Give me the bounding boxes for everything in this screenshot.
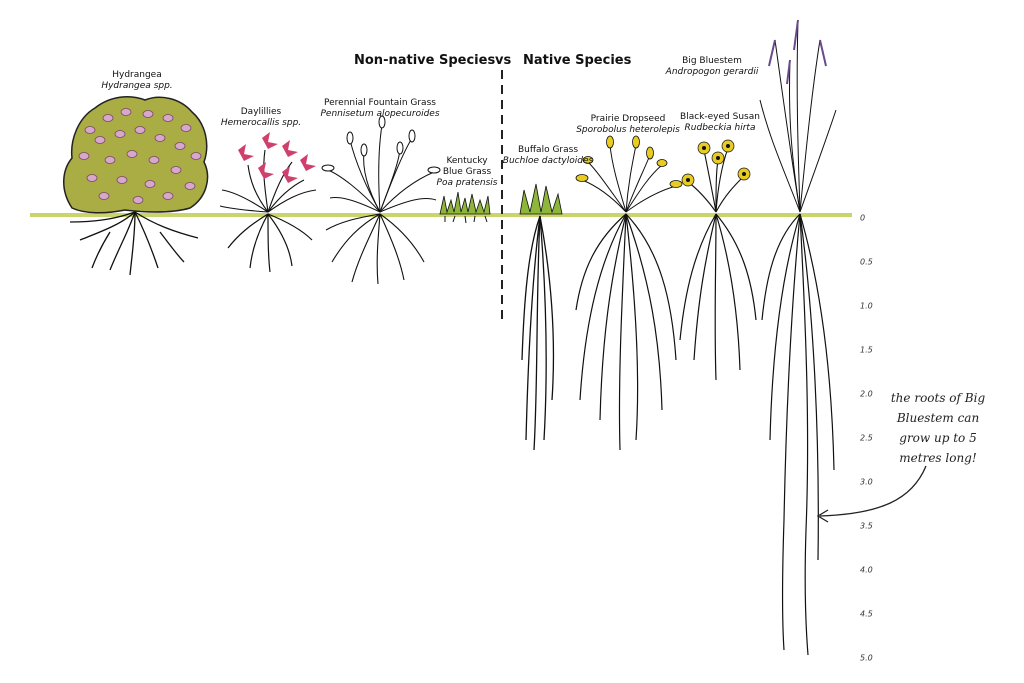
black-eyed-susan-common-name: Black-eyed Susan — [680, 112, 760, 122]
daylillies-scientific-name: Hemerocallis spp. — [220, 118, 302, 128]
big-bluestem-illustration — [759, 19, 837, 656]
big-bluestem-common-name: Big Bluestem — [682, 56, 742, 66]
big-bluestem-label: Big Bluestem Andropogon gerardii — [666, 56, 759, 78]
depth-tick: 0.5 — [860, 257, 873, 267]
fountain-grass-illustration — [321, 115, 441, 285]
prairie-dropseed-scientific-name: Sporobolus heterolepis — [576, 125, 680, 135]
native-heading: Native Species — [523, 53, 632, 68]
hydrangea-common-name: Hydrangea — [112, 70, 162, 80]
annotation-line: metres long! — [899, 451, 977, 465]
buffalo-grass-illustration — [519, 183, 563, 451]
big-bluestem-scientific-name: Andropogon gerardii — [665, 67, 759, 77]
buffalo-grass-label: Buffalo Grass Buchloe dactyloides — [503, 145, 593, 167]
annotation-arrowhead — [816, 509, 829, 523]
depth-tick: 5.0 — [860, 653, 873, 663]
vs-heading: vs — [495, 53, 512, 68]
depth-tick: 2.5 — [860, 433, 873, 443]
kentucky-blue-grass-label: Kentucky Blue Grass Poa pratensis — [437, 156, 498, 189]
depth-tick: 4.0 — [860, 565, 873, 575]
depth-tick: 1.0 — [860, 301, 873, 311]
prairie-dropseed-label: Prairie Dropseed Sporobolus heterolepis — [576, 114, 680, 136]
depth-tick: 2.0 — [860, 389, 873, 399]
depth-tick: 3.0 — [860, 477, 873, 487]
hydrangea-label: Hydrangea Hydrangea spp. — [101, 70, 172, 92]
annotation-line: grow up to 5 — [899, 431, 977, 445]
prairie-dropseed-common-name: Prairie Dropseed — [590, 114, 666, 124]
hydrangea-illustration — [63, 95, 209, 276]
fountain-grass-common-name: Perennial Fountain Grass — [324, 98, 436, 108]
annotation-arrow — [819, 465, 927, 517]
daylillies-illustration — [219, 132, 317, 273]
black-eyed-susan-label: Black-eyed Susan Rudbeckia hirta — [680, 112, 760, 134]
depth-tick: 1.5 — [860, 345, 873, 355]
fountain-grass-scientific-name: Pennisetum alopecuroides — [320, 109, 440, 119]
annotation-line: Bluestem can — [896, 411, 980, 425]
black-eyed-susan-scientific-name: Rudbeckia hirta — [684, 123, 756, 133]
prairie-dropseed-illustration — [575, 135, 683, 451]
daylillies-common-name: Daylillies — [240, 107, 282, 117]
big-bluestem-annotation: the roots of Big Bluestem can grow up to… — [878, 388, 998, 468]
kentucky-blue-grass-illustration — [439, 191, 491, 224]
hydrangea-scientific-name: Hydrangea spp. — [101, 81, 173, 91]
kentucky-common-name-line1: Kentucky — [446, 156, 488, 166]
black-eyed-susan-illustration — [679, 139, 757, 381]
depth-tick: 3.5 — [860, 521, 873, 531]
buffalo-common-name: Buffalo Grass — [517, 145, 579, 155]
fountain-grass-label: Perennial Fountain Grass Pennisetum alop… — [320, 98, 439, 120]
kentucky-scientific-name: Poa pratensis — [436, 178, 498, 188]
depth-tick: 4.5 — [860, 609, 873, 619]
non-native-heading: Non-native Species — [354, 53, 496, 68]
daylillies-label: Daylillies Hemerocallis spp. — [221, 107, 301, 129]
depth-tick: 0 — [860, 213, 866, 223]
buffalo-scientific-name: Buchloe dactyloides — [502, 156, 594, 166]
kentucky-common-name-line2: Blue Grass — [442, 167, 492, 177]
annotation-line: the roots of Big — [890, 391, 986, 405]
